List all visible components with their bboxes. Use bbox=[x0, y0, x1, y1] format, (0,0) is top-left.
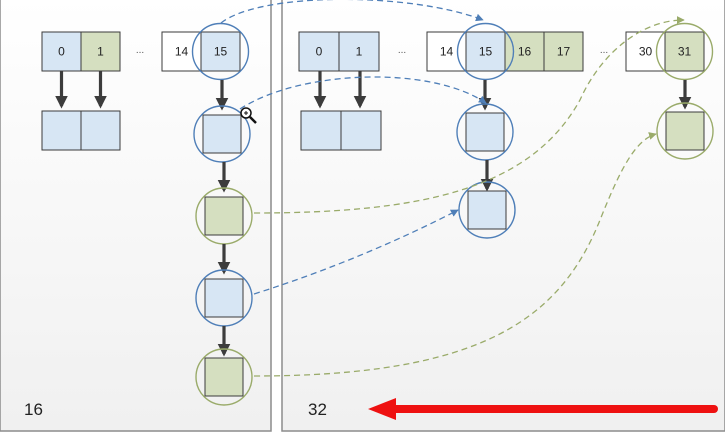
red-left-arrow-icon bbox=[368, 398, 718, 420]
right-15-node-2-ring bbox=[458, 181, 516, 239]
right-bucket-0-node bbox=[300, 110, 342, 151]
rehash-link-15-blue bbox=[220, 0, 484, 24]
right-cell-31-label: 31 bbox=[678, 45, 692, 59]
left-cell-14-label: 14 bbox=[175, 45, 189, 59]
left-cell-14: 14 bbox=[161, 31, 202, 72]
chain-node-4-ring bbox=[195, 348, 253, 406]
zoom-cursor-icon bbox=[240, 107, 257, 124]
rehash-link-node2-green bbox=[253, 16, 685, 214]
left-ellipsis: ... bbox=[136, 45, 144, 56]
right-cell-14-label: 14 bbox=[440, 45, 454, 59]
left-cell-15-ring bbox=[191, 22, 250, 81]
left-cell-15: 15 bbox=[200, 31, 241, 72]
chain-node-4 bbox=[204, 357, 244, 397]
right-cell-15-ring bbox=[456, 22, 515, 81]
left-size-label: 16 bbox=[24, 400, 43, 419]
left-cell-15-label: 15 bbox=[214, 45, 228, 59]
right-cell-1: 1 bbox=[338, 31, 380, 72]
left-cell-1: 1 bbox=[80, 31, 121, 72]
left-chain-15 bbox=[193, 80, 253, 406]
left-bucket-1-node bbox=[80, 110, 121, 151]
right-cell-0-label: 0 bbox=[316, 45, 323, 59]
right-cell-17: 17 bbox=[543, 31, 584, 72]
rehash-link-node3-blue bbox=[253, 209, 459, 295]
chain-node-1 bbox=[202, 114, 242, 154]
left-bucket-0-node bbox=[41, 110, 82, 151]
chain-node-2 bbox=[204, 196, 244, 236]
right-cell-1-label: 1 bbox=[356, 45, 363, 59]
right-ellipsis-1: ... bbox=[398, 45, 406, 56]
right-cell-15: 15 bbox=[465, 31, 506, 72]
left-table-row: 0 1 ... 14 15 bbox=[41, 22, 250, 81]
right-cell-15-label: 15 bbox=[479, 45, 493, 59]
right-cell-31: 31 bbox=[664, 31, 705, 72]
right-size-label: 32 bbox=[308, 400, 327, 419]
right-cell-14: 14 bbox=[426, 31, 467, 72]
right-table-row: 0 1 ... 14 15 16 17 ... 30 31 bbox=[298, 22, 714, 81]
right-15-node-1 bbox=[465, 112, 505, 152]
chain-node-1-ring bbox=[193, 105, 251, 163]
right-chain-15 bbox=[456, 80, 516, 239]
left-cell-0: 0 bbox=[41, 31, 82, 72]
right-cell-0: 0 bbox=[298, 31, 340, 72]
right-cell-16: 16 bbox=[504, 31, 545, 72]
left-cell-0-label: 0 bbox=[58, 45, 65, 59]
right-ellipsis-2: ... bbox=[600, 45, 608, 56]
right-cell-30: 30 bbox=[625, 31, 666, 72]
right-31-node-1-ring bbox=[656, 102, 714, 160]
right-31-node-1 bbox=[665, 111, 705, 151]
right-15-node-1-ring bbox=[456, 103, 514, 161]
left-cell-1-label: 1 bbox=[97, 45, 104, 59]
right-cell-30-label: 30 bbox=[639, 45, 653, 59]
chain-node-3 bbox=[204, 278, 244, 318]
right-chain-31 bbox=[656, 80, 714, 160]
right-cell-17-label: 17 bbox=[557, 45, 571, 59]
right-15-node-2 bbox=[467, 190, 507, 230]
right-cell-16-label: 16 bbox=[518, 45, 532, 59]
right-bucket-1-node bbox=[340, 110, 382, 151]
